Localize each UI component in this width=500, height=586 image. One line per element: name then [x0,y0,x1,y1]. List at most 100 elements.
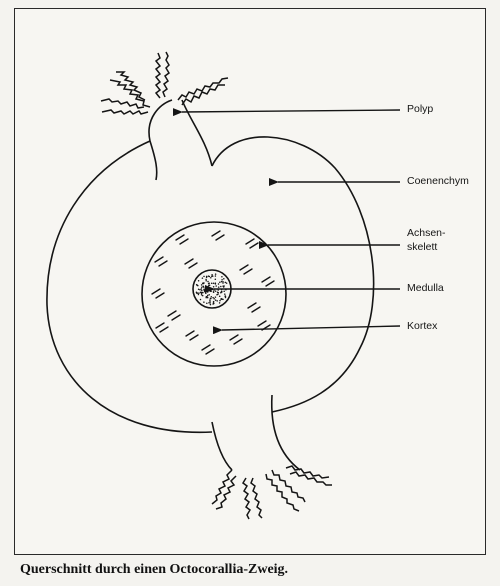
polyp-pointer [172,108,401,117]
medulla-stipple-dot [201,294,204,297]
medulla-stipple-dot [211,275,213,277]
medulla-stipple-dot [208,294,210,296]
label-coenenchym: Coenenchym [407,175,469,187]
cortex-hatch-marks [151,230,275,355]
medulla-stipple-dot [214,282,217,284]
medulla-stipple-dot [220,290,223,292]
medulla-stipple-dot [217,292,220,294]
medulla-stipple-dot [216,300,218,302]
label-polyp: Polyp [407,103,434,115]
medulla-stipple-dot [208,282,210,284]
medulla-stipple-dot [207,280,209,283]
medulla-stipple-dot [224,281,227,284]
medulla-stipple-dot [209,302,211,304]
medulla-stipple-dot [199,288,201,291]
medulla-stipple-dot [198,292,200,294]
medulla-stipple-dot [223,290,225,293]
top-tentacle-3 [154,51,170,99]
medulla-stipple-dot [223,285,225,287]
medulla-stipple-dot [203,289,205,291]
medulla-stipple-dot [197,293,200,296]
medulla-stipple-dot [208,287,211,289]
medulla-stipple-dot [224,296,227,299]
medulla-stipple-dot [199,298,202,301]
medulla-stipple-dot [205,280,207,282]
medulla-stipple-dot [203,286,205,288]
medulla-stipple-dot [222,298,224,301]
medulla-stipple-dot [214,273,217,275]
medulla-stipple-dot [209,299,211,301]
medulla-stipple-dot [197,288,200,290]
bottom-tentacle-1 [211,469,237,510]
medulla-stipple-dot [201,286,203,288]
medulla-stipple-dot [224,293,226,295]
medulla-stipple-dot [200,288,203,290]
medulla-stipple-dot [214,296,217,298]
medulla-stipple-dot [219,281,221,283]
label-achsenskelett-line1: Achsen- [407,227,446,239]
bottom-polyp-stalk-left [211,421,233,471]
top-polyp-stalk-left [149,140,158,181]
medulla-stipple-dot [214,290,217,292]
bottom-tentacle-4 [285,465,332,486]
medulla-stipple-dot [205,275,208,278]
medulla-stipple-dot [207,289,209,292]
medulla-stipple-dot [197,279,200,282]
medulla-stipple-dot [216,293,218,296]
label-kortex: Kortex [407,320,438,332]
medulla-stipple-dot [209,300,211,302]
medulla-stipple-dot [211,288,213,291]
top-tentacle-2 [100,98,149,115]
medulla-stipple-dot [212,301,215,304]
medulla-stipple-dot [205,278,207,281]
figure-caption: Querschnitt durch einen Octocorallia-Zwe… [20,562,289,577]
medulla-stipple-dot [215,285,217,287]
medulla-stipple-dot [212,282,215,285]
medulla-stipple-dot [208,275,211,278]
medulla-stipple-dot [217,286,220,288]
medulla-stipple-dot [212,296,214,299]
medulla-stipple-dot [210,296,213,298]
medulla-stipple-dot [219,299,221,302]
medulla-stipple-dot [203,282,205,284]
medulla-stipple-dot [206,294,209,297]
medulla-stipple-dot [201,289,203,292]
medulla-stipple-dot [213,298,215,300]
medulla-stipple-dot [220,285,222,288]
medulla-stipple-dot [212,300,215,303]
medulla-stipple-dot [223,278,225,280]
medulla-stipple-dot [211,274,213,276]
medulla-stipple-dot [209,303,212,306]
medulla-stipple-dot [212,286,215,288]
medulla-stipple-dot [221,276,223,278]
medulla-stipple-dot [195,283,198,286]
bottom-tentacle-3 [265,469,306,512]
medulla-stipple-dot [207,288,210,290]
medulla-stipple-dot [212,290,215,293]
medulla-stipple-dot [214,278,217,281]
medulla-stipple-dot [205,292,207,295]
diagram-frame [14,8,486,555]
top-tentacle-1 [109,71,151,108]
bottom-polyp-stalk-right [270,394,301,471]
medulla-stipple-dot [209,297,212,300]
top-polyp-stalk-right [181,99,213,167]
medulla-stipple-dot [221,279,223,281]
medulla-stipple-dot [214,275,217,277]
medulla-stipple-dot [222,282,224,284]
medulla-stipple-dot [208,302,210,304]
top-tentacle-4 [177,77,229,106]
medulla-stipple-dot [210,282,213,284]
top-polyp-stalk-inner-left [148,99,173,142]
medulla-stipple-dot [218,295,221,298]
medulla-stipple-dot [202,291,204,294]
medulla-stipple-dot [218,302,221,304]
medulla-stipple-dot [217,283,220,285]
label-achsenskelett-line2: skelett [407,241,438,253]
label-medulla: Medulla [407,282,444,294]
medulla-stipple-dot [209,290,211,292]
axial-skeleton-cortex [141,221,287,367]
medulla-stipple-dot [224,295,227,297]
medulla-stipple-dot [203,301,205,303]
